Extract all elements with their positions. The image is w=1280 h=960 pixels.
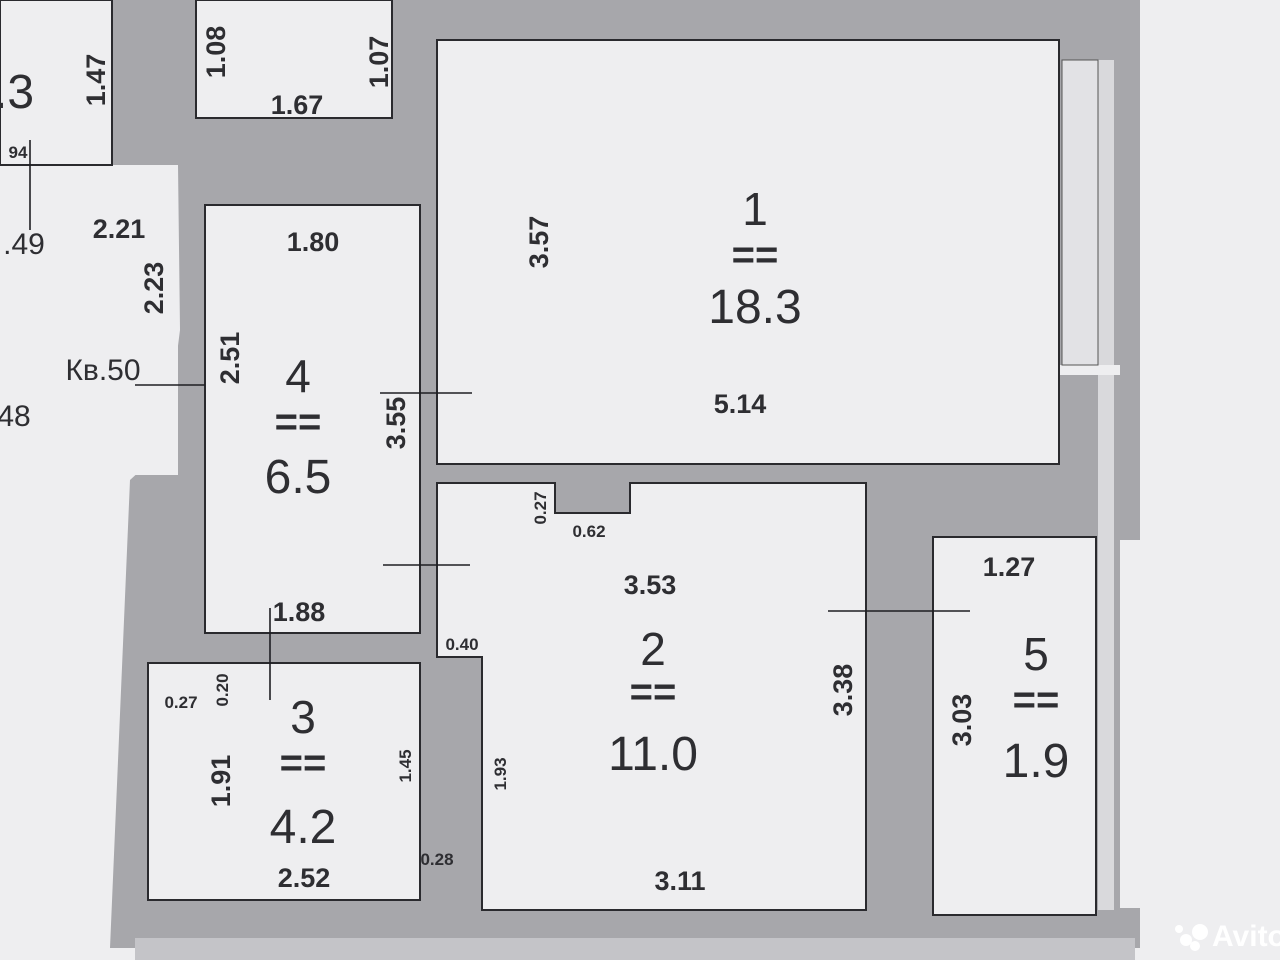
room-4-equals: ==	[275, 400, 322, 444]
room-3-floor	[147, 662, 421, 901]
door-marks	[29, 140, 970, 700]
top-dim-94: 94	[9, 143, 28, 162]
room-1-number: 1	[742, 183, 768, 235]
avito-watermark-text: Avito	[1212, 920, 1280, 953]
room-4-dim-right: 3.55	[381, 397, 411, 450]
room-2-dim-bottom: 3.11	[654, 866, 705, 896]
room-5-area: 1.9	[1003, 735, 1070, 788]
room-1-dim-height: 3.57	[524, 216, 554, 269]
room-5-number: 5	[1023, 628, 1049, 680]
hall-apartment-50	[0, 205, 178, 475]
top-dim-1-47: 1.47	[81, 54, 111, 107]
avito-watermark: Avito	[1175, 920, 1280, 953]
top-dim-1-67: 1.67	[271, 90, 324, 120]
room-3-area: 4.2	[270, 801, 337, 854]
dimension-labels: 3.57 5.14 0.27 0.62 3.53 3.38 1.93 3.11 …	[0, 26, 1035, 896]
room-1-dim-width: 5.14	[714, 389, 767, 419]
room-3-dim-niche-width: 0.27	[164, 693, 197, 712]
room-2-dim-right: 3.38	[828, 664, 858, 717]
room-3-dim-corner: 0.28	[420, 850, 453, 869]
hall-dim-height: 2.23	[139, 262, 169, 315]
room-2-dim-niche-width: 0.62	[572, 522, 605, 541]
room-4-dim-top: 1.80	[287, 227, 340, 257]
room-2-dim-step: 0.40	[445, 635, 478, 654]
top-dim-1-07: 1.07	[364, 36, 394, 89]
avito-logo-icon	[1175, 924, 1208, 951]
room-4-floor	[204, 204, 421, 634]
room-2-equals: ==	[630, 670, 677, 714]
room-labels: 1 == 18.3 2 == 11.0 3 == 4.2 4 == 6.5 5 …	[265, 183, 1070, 854]
room-3-dim-niche-depth: 0.20	[213, 673, 232, 706]
partial-label-top-left: .3	[0, 66, 34, 119]
hall-dim-width: 2.21	[93, 214, 146, 244]
room-2-floor	[436, 482, 867, 911]
room-3-dim-left: 1.91	[206, 755, 236, 808]
top-dim-1-08: 1.08	[201, 26, 231, 79]
room-4-number: 4	[285, 350, 311, 402]
room-5-dim-left: 3.03	[947, 694, 977, 747]
room-4-area: 6.5	[265, 451, 332, 504]
window-room-1	[1061, 59, 1099, 366]
room-1-floor	[436, 39, 1060, 465]
room-2-dim-left: 1.93	[491, 757, 510, 790]
room-5-dim-top: 1.27	[983, 552, 1036, 582]
wall-right-edge	[1098, 60, 1114, 910]
stair-bottom	[135, 938, 1135, 960]
room-4-dim-bottom: 1.88	[273, 597, 326, 627]
room-floors	[0, 0, 1099, 916]
room-3-dim-right: 1.45	[396, 749, 415, 782]
top-room-wc	[195, 0, 393, 119]
partial-label-low-left: 48	[0, 400, 31, 433]
window-bottom	[1060, 365, 1120, 375]
room-5-floor	[932, 536, 1097, 916]
top-room-left	[0, 0, 113, 166]
room-2-area: 11.0	[608, 728, 698, 781]
room-1-area: 18.3	[708, 281, 801, 334]
room-3-dim-bottom: 2.52	[278, 863, 331, 893]
room-1-equals: ==	[732, 233, 779, 277]
room-2-dim-niche-depth: 0.27	[531, 491, 550, 524]
apartment-label: Кв.50	[65, 354, 140, 387]
room-2-dim-top: 3.53	[624, 570, 677, 600]
partial-label-mid-left: .49	[3, 228, 45, 261]
room-2-number: 2	[640, 623, 666, 675]
room-4-dim-left: 2.51	[215, 332, 245, 385]
room-3-number: 3	[290, 691, 316, 743]
room-5-equals: ==	[1013, 678, 1060, 722]
room-3-equals: ==	[280, 741, 327, 785]
